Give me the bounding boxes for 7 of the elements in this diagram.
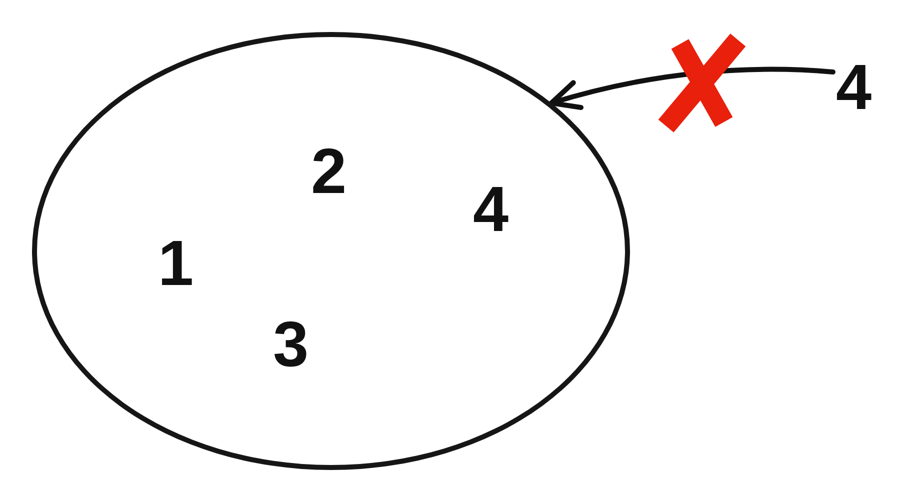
number-label: 2 — [311, 139, 347, 203]
number-label: 4 — [473, 177, 509, 241]
number-label: 1 — [158, 231, 194, 295]
number-label: 4 — [836, 55, 872, 119]
number-label: 3 — [273, 312, 309, 376]
arrow — [548, 66, 836, 110]
set-ellipse — [32, 32, 630, 470]
